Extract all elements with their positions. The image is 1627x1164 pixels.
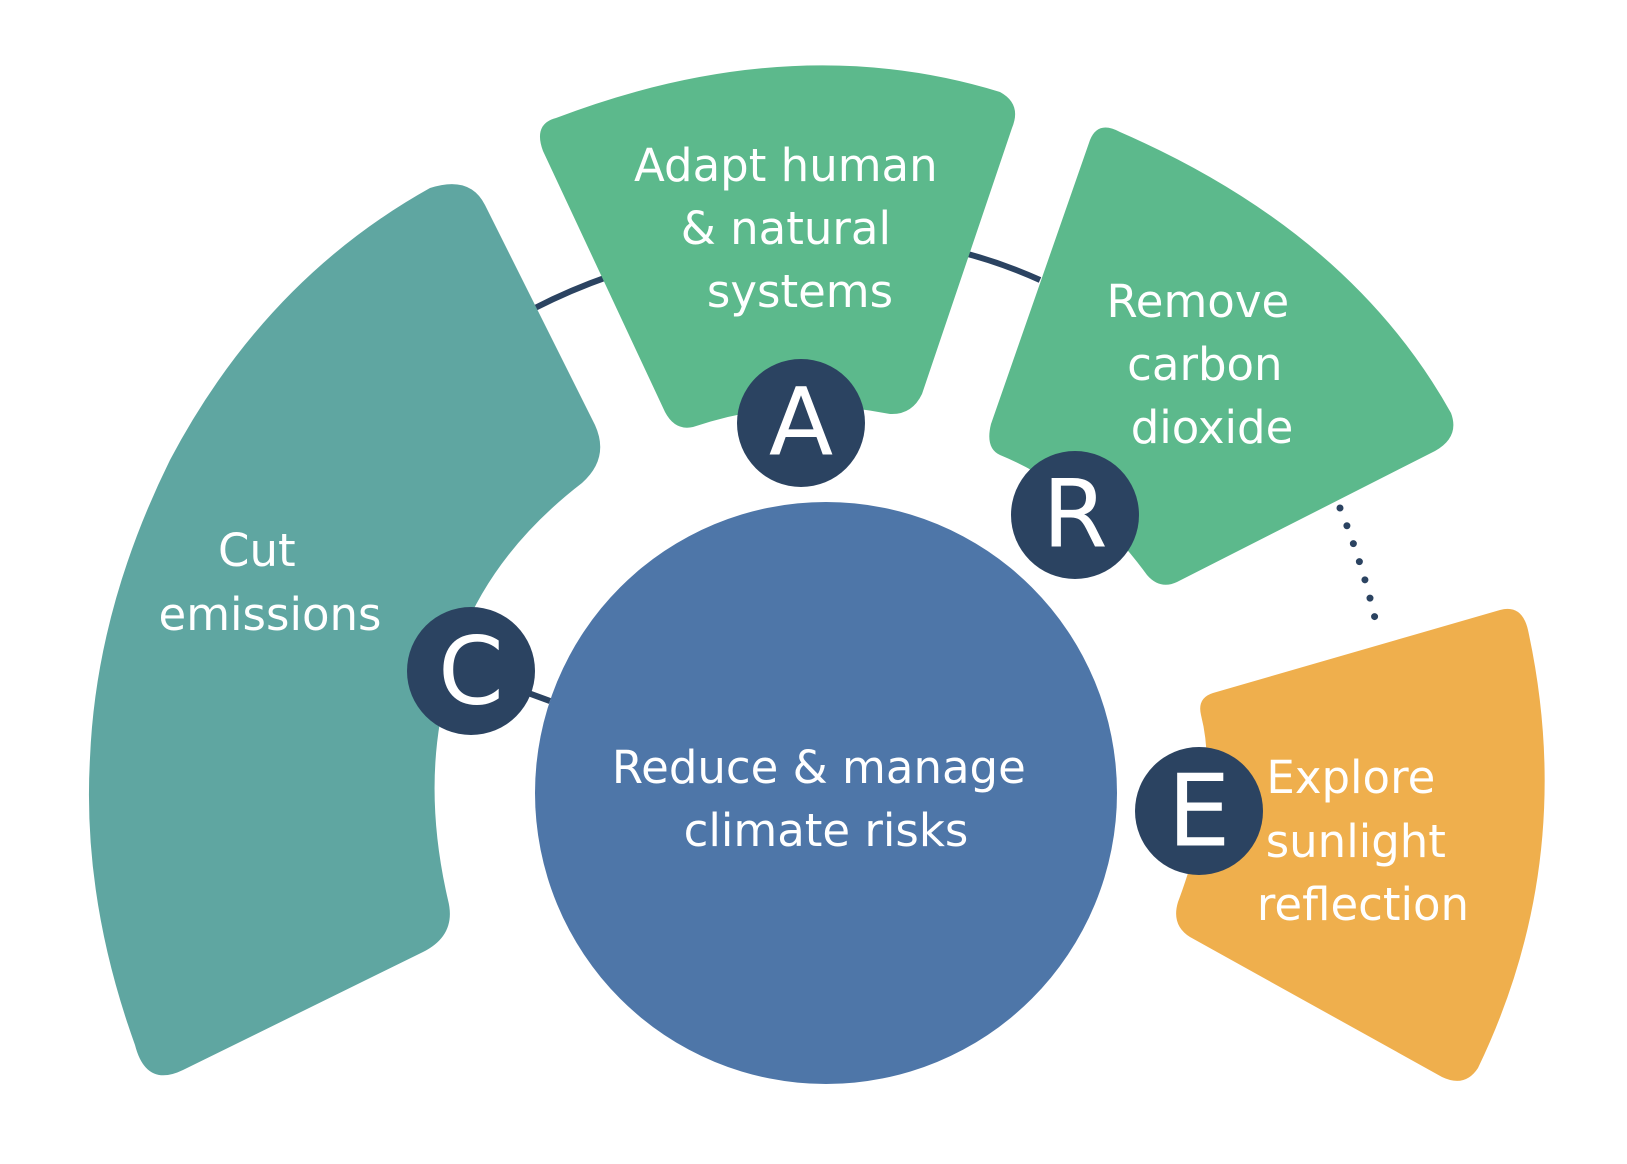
adapt-label: Adapt human & natural systems	[634, 139, 952, 318]
cut-emissions-label: Cut emissions	[159, 524, 382, 641]
segment-cut-emissions	[88, 184, 601, 1076]
badge-a-letter: A	[769, 369, 833, 478]
badge-e: E	[1135, 747, 1263, 875]
explore-label: Explore sunlight reflection	[1257, 751, 1469, 931]
center-label: Reduce & manage climate risks	[612, 741, 1040, 857]
badge-e-letter: E	[1167, 753, 1230, 870]
remove-label: Remove carbon dioxide	[1107, 275, 1304, 454]
connector-dotted-r-e	[1336, 504, 1382, 636]
center-circle	[535, 502, 1117, 1084]
segment-explore	[1176, 608, 1545, 1081]
badge-c: C	[407, 607, 535, 735]
badge-r-letter: R	[1042, 461, 1107, 570]
badge-c-letter: C	[438, 618, 504, 727]
badge-r: R	[1011, 451, 1139, 579]
badge-a: A	[737, 359, 865, 487]
connector-arc-c-a	[533, 273, 611, 311]
segment-adapt	[539, 65, 1016, 428]
connector-arc-a-r	[959, 249, 1042, 283]
